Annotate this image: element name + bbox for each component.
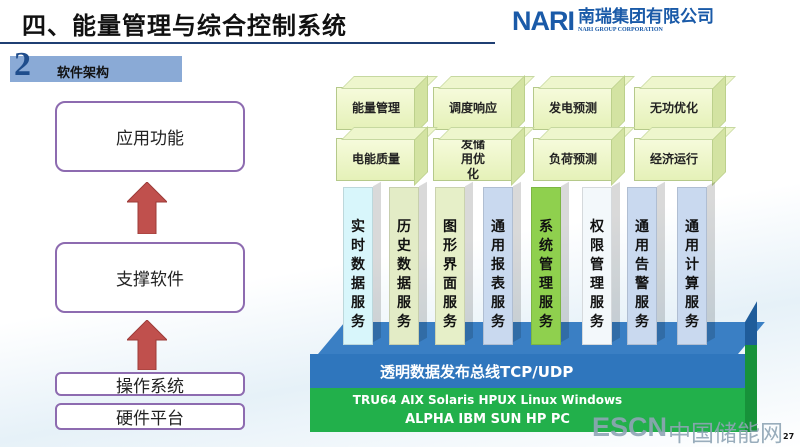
service-char: 数 [397, 257, 411, 273]
service-char: 服 [351, 295, 365, 311]
service-char: 报 [491, 257, 505, 273]
app-block: 调度响应 [433, 87, 513, 130]
service-column: 图形界面服务 [435, 187, 465, 345]
logo-brand: NARI [512, 6, 575, 36]
section-bar [10, 56, 182, 82]
service-char: 表 [491, 276, 505, 292]
app-block: 发储用优化 [433, 137, 513, 181]
service-char: 理 [539, 276, 553, 292]
data-bus-layer: 透明数据发布总线TCP/UDP [310, 354, 745, 388]
service-char: 面 [443, 276, 457, 292]
service-char: 通 [635, 219, 649, 235]
service-char: 服 [539, 295, 553, 311]
service-char: 历 [397, 219, 411, 235]
service-char: 务 [397, 314, 411, 330]
service-char: 服 [590, 295, 604, 311]
nari-logo: NARI 南瑞集团有限公司 NARI GROUP CORPORATION [512, 7, 714, 35]
service-char: 统 [539, 238, 553, 254]
service-char: 图 [443, 219, 457, 235]
service-column: 通用计算服务 [677, 187, 707, 345]
service-column: 系统管理服务 [531, 187, 561, 345]
service-char: 用 [685, 238, 699, 254]
service-char: 形 [443, 238, 457, 254]
service-char: 理 [590, 276, 604, 292]
service-column: 历史数据服务 [389, 187, 419, 345]
os-list: TRU64 AIX Solaris HPUX Linux Windows [352, 393, 623, 407]
page-number: 27 [783, 432, 795, 441]
app-block: 发电预测 [533, 87, 613, 130]
service-char: 史 [397, 238, 411, 254]
arrow-up-icon [127, 182, 167, 234]
service-char: 用 [635, 238, 649, 254]
service-char: 告 [635, 257, 649, 273]
app-block: 电能质量 [336, 138, 416, 181]
service-char: 务 [539, 314, 553, 330]
service-column: 通用报表服务 [483, 187, 513, 345]
watermark-cn: 中国储能网 [668, 421, 783, 447]
service-char: 服 [397, 295, 411, 311]
section-number: 2 [14, 46, 31, 83]
service-column: 通用告警服务 [627, 187, 657, 345]
service-char: 务 [491, 314, 505, 330]
service-char: 管 [590, 257, 604, 273]
service-char: 系 [539, 219, 553, 235]
layer-application: 应用功能 [55, 101, 245, 172]
service-char: 服 [491, 295, 505, 311]
logo-cn: 南瑞集团有限公司 [578, 7, 714, 27]
service-char: 据 [351, 276, 365, 292]
arrow-up-icon [127, 320, 167, 370]
service-char: 务 [635, 314, 649, 330]
service-char: 实 [351, 219, 365, 235]
hardware-list: ALPHA IBM SUN HP PC [405, 412, 570, 427]
service-char: 服 [635, 295, 649, 311]
app-block: 经济运行 [634, 138, 714, 181]
layer-support: 支撑软件 [55, 242, 245, 313]
logo-en: NARI GROUP CORPORATION [578, 27, 663, 33]
service-char: 据 [397, 276, 411, 292]
service-char: 警 [635, 276, 649, 292]
service-char: 计 [685, 257, 699, 273]
service-char: 权 [590, 219, 604, 235]
service-char: 管 [539, 257, 553, 273]
service-char: 务 [685, 314, 699, 330]
section-title: 软件架构 [57, 66, 110, 81]
service-char: 务 [351, 314, 365, 330]
service-char: 数 [351, 257, 365, 273]
service-char: 时 [351, 238, 365, 254]
platform-layer: TRU64 AIX Solaris HPUX Linux Windows ALP… [310, 388, 745, 432]
app-block: 负荷预测 [533, 138, 613, 181]
watermark-en: ESCN [592, 412, 668, 442]
service-char: 算 [685, 276, 699, 292]
service-char: 限 [590, 238, 604, 254]
service-column: 实时数据服务 [343, 187, 373, 345]
service-char: 务 [443, 314, 457, 330]
service-char: 服 [685, 295, 699, 311]
app-block: 无功优化 [634, 87, 714, 130]
service-char: 通 [685, 219, 699, 235]
service-column: 权限管理服务 [582, 187, 612, 345]
service-char: 界 [443, 257, 457, 273]
layer-hardware: 硬件平台 [55, 403, 245, 430]
service-char: 服 [443, 295, 457, 311]
title-divider [0, 42, 495, 44]
page-title: 四、能量管理与综合控制系统 [22, 12, 347, 40]
platform-side [745, 345, 757, 432]
service-char: 用 [491, 238, 505, 254]
app-block: 能量管理 [336, 87, 416, 130]
service-char: 务 [590, 314, 604, 330]
service-char: 通 [491, 219, 505, 235]
layer-os: 操作系统 [55, 372, 245, 397]
